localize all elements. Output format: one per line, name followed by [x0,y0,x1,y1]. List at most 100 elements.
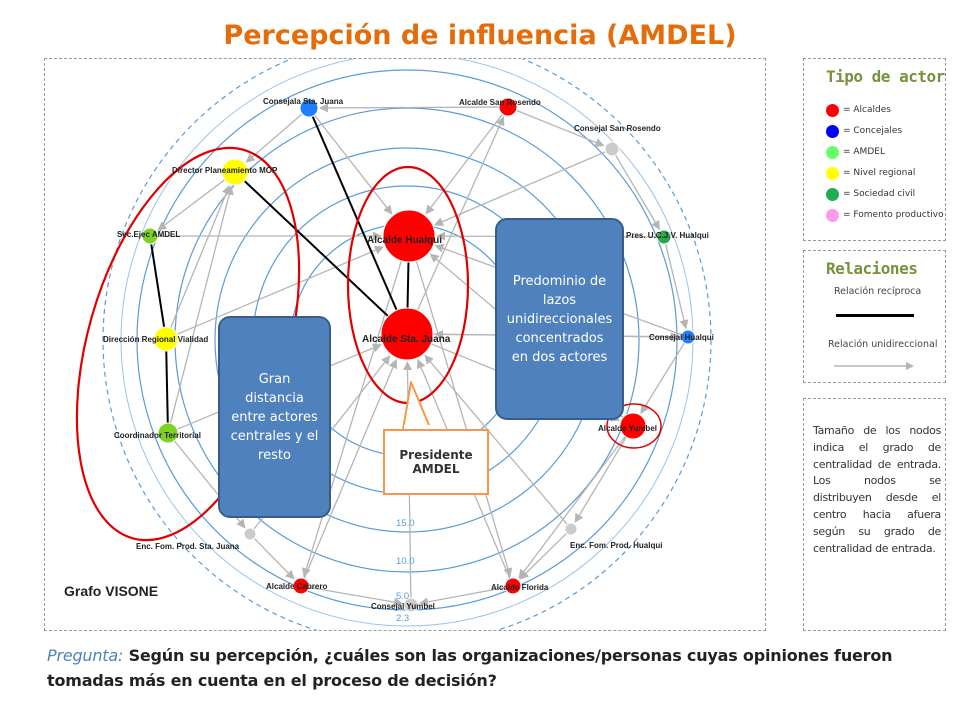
edge-directed-alcalde-hualqui-to-alcalde-florida [415,260,513,578]
edge-reciprocal-direccion-regional-coordinador-territorial [165,338,169,434]
legend-item-3: = Nivel regional [826,166,915,180]
node-consejal-san-rosendo-label: Consejal San Rosendo [574,124,661,133]
node-alcalde-sta-juana: Alcalde Sta. Juana [362,307,451,361]
node-alcalde-florida: Alcalde Florida [491,577,549,595]
edge-directed-direccion-regional-to-director-planeamiento [169,185,231,329]
ring-label-3: 5.0 [396,591,409,602]
page-title: Percepción de influencia (AMDEL) [223,20,737,51]
node-direccion-regional-circle [153,326,179,352]
edge-directed-coordinador-territorial-to-director-planeamiento [169,185,234,424]
legend-item-label: = Concejales [843,126,903,136]
edge-directed-enc-fom-hualqui-to-alcalde-florida [519,532,568,580]
node-consejala-sta-juana-label: Consejala Sta. Juana [263,97,344,106]
legend-color-dot [826,166,839,180]
edge-directed-enc-fom-sta-juana-to-alcalde-cabrero [253,537,295,580]
callout-distance: Gran distancia entre actores centrales y… [218,316,331,518]
legend-color-dot [826,124,839,138]
node-consejal-yumbel: Consejal Yumbel [371,597,435,613]
edge-directed-pres-ucjv-to-consejal-hualqui [665,243,689,330]
node-alcalde-cabrero-label: Alcalde Cabrero [266,582,327,591]
node-consejal-san-rosendo-circle [604,141,620,157]
legend-color-dot [826,187,839,201]
edge-directed-consejal-san-rosendo-to-pres-ucjv [615,154,660,231]
callout-president-text: Presidente AMDEL [399,448,473,476]
node-alcalde-sta-juana-label: Alcalde Sta. Juana [362,334,451,345]
node-alcalde-sta-juana-circle [380,307,434,361]
legend-unidirectional-arrow [834,362,914,370]
highlight-alcalde-yumbel [606,403,662,449]
node-alcalde-hualqui-label: Alcalde Hualqui [367,235,442,246]
legend-color-dot [826,103,839,117]
callout-distance-text: Gran distancia entre actores centrales y… [230,371,319,463]
edge-directed-director-planeamiento-to-sec-ejec-amdel [157,179,226,231]
node-enc-fom-hualqui: Enc. Fom. Prod. Hualqui [564,522,662,550]
edge-directed-alcalde-cabrero-to-consejal-yumbel [308,586,404,607]
node-pres-ucjv: Pres. U.C.J.V. Hualqui [626,229,709,245]
graph-caption: Grafo VISONE [64,583,159,599]
edge-directed-alcalde-sta-juana-to-alcalde-san-rosendo [416,116,505,311]
legend-reciprocal-label: Relación recíproca [834,286,922,297]
node-alcalde-yumbel-label: Alcalde Yumbel [598,424,657,433]
legend-color-dot [826,145,839,159]
legend-item-4: = Sociedad civil [826,187,915,201]
node-director-planeamiento-circle [221,158,249,186]
node-sec-ejec-amdel-label: Sec.Ejec AMDEL [117,230,180,239]
legend-actor-types: Tipo de actor = Alcaldes= Concejales= AM… [803,58,946,241]
edge-directed-alcalde-san-rosendo-to-consejal-san-rosendo [516,109,605,147]
ring-label-2: 10.0 [396,556,415,567]
ring-label-4: 2.3 [396,613,409,624]
edge-directed-consejala-sta-juana-to-alcalde-hualqui [314,114,393,215]
edge-directed-alcalde-san-rosendo-to-alcalde-hualqui [425,113,504,215]
node-consejal-san-rosendo: Consejal San Rosendo [574,124,661,157]
node-size-note: Tamaño de los nodos indica el grado de c… [803,398,946,631]
node-consejal-hualqui: Consejal Hualqui [649,329,714,345]
node-alcalde-san-rosendo: Alcalde San Rosendo [459,97,541,117]
legend-item-0: = Alcaldes [826,103,891,117]
callout-president: Presidente AMDEL [383,429,489,495]
edge-directed-consejal-san-rosendo-to-alcalde-hualqui [433,151,606,226]
president-pointer [402,381,432,432]
node-alcalde-hualqui: Alcalde Hualqui [367,209,442,263]
question: Pregunta: Según su percepción, ¿cuáles s… [47,643,917,693]
node-coordinador-territorial-label: Coordinador Territorial [114,431,201,440]
legend-item-label: = AMDEL [843,147,885,157]
node-coordinador-territorial: Coordinador Territorial [114,422,201,444]
node-alcalde-yumbel-circle [619,412,647,440]
node-alcalde-yumbel: Alcalde Yumbel [598,412,657,440]
callout-unidirectional: Predominio de lazos unidireccionales con… [495,218,624,420]
node-consejal-yumbel-circle [403,597,419,613]
node-alcalde-florida-label: Alcalde Florida [491,583,549,592]
node-alcalde-san-rosendo-circle [498,97,518,117]
edge-directed-alcalde-san-rosendo-to-consejala-sta-juana [319,103,500,113]
legend-item-label: = Sociedad civil [843,189,916,199]
node-director-planeamiento: Director Planeamiento MOP [172,158,278,186]
node-enc-fom-hualqui-label: Enc. Fom. Prod. Hualqui [570,541,662,550]
node-coordinador-territorial-circle [157,422,179,444]
legend-item-2: = AMDEL [826,145,885,159]
node-enc-fom-sta-juana: Enc. Fom. Prod. Sta. Juana [136,527,257,551]
legend-item-label: = Fomento productivo [843,210,944,220]
node-sec-ejec-amdel: Sec.Ejec AMDEL [117,227,180,245]
question-text: Según su percepción, ¿cuáles son las org… [47,646,893,690]
legend-item-1: = Concejales [826,124,902,138]
legend-reciprocal-line [836,314,914,317]
node-alcalde-cabrero: Alcalde Cabrero [266,577,327,595]
ring-label-1: 15.0 [396,518,415,529]
node-enc-fom-hualqui-circle [564,522,578,536]
edge-directed-alcalde-yumbel-to-alcalde-florida [518,436,626,579]
node-alcalde-florida-circle [504,577,522,595]
node-alcalde-cabrero-circle [292,577,310,595]
node-consejal-hualqui-label: Consejal Hualqui [649,333,714,342]
edge-directed-alcalde-cabrero-to-alcalde-sta-juana [303,358,398,579]
edge-directed-alcalde-florida-to-consejal-yumbel [418,586,506,607]
legend-relations-title: Relaciones [826,259,918,278]
node-consejal-hualqui-circle [680,329,696,345]
ring-outer-dashed [102,59,712,630]
node-director-planeamiento-label: Director Planeamiento MOP [172,166,278,175]
node-enc-fom-sta-juana-label: Enc. Fom. Prod. Sta. Juana [136,542,240,551]
network-graph: Consejala Sta. Juana Alcalde San RosendoC… [75,59,714,630]
node-consejala-sta-juana: Consejala Sta. Juana [263,97,344,118]
edge-reciprocal-director-planeamiento-alcalde-sta-juana [234,171,408,335]
edge-directed-consejal-hualqui-to-alcalde-yumbel [640,342,685,415]
